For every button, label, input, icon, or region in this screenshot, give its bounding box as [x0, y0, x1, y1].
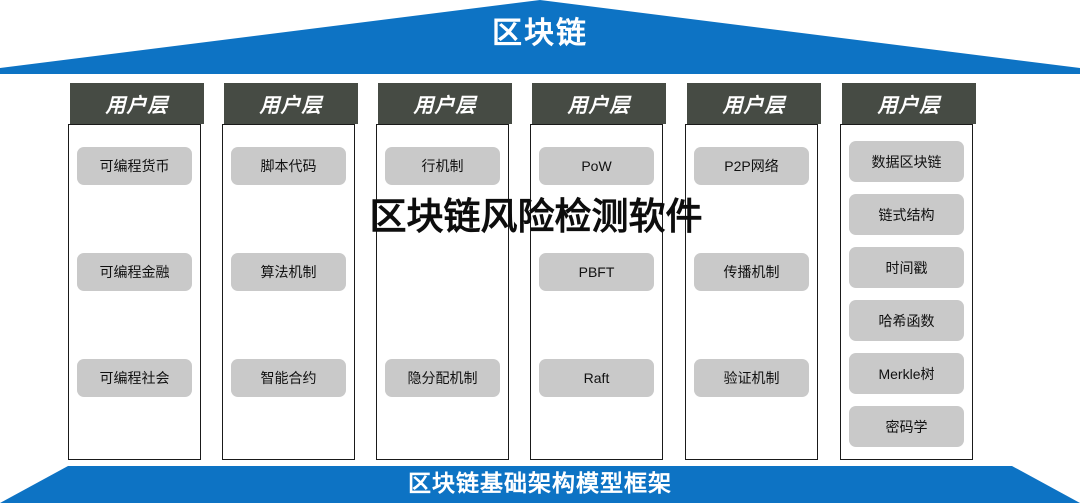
- base-label: 区块链基础架构模型框架: [408, 470, 672, 496]
- layer-column-2-header: 用户层: [224, 83, 358, 124]
- layer-column-4-header: 用户层: [532, 83, 666, 124]
- layer-column-5-body: P2P网络 传播机制 验证机制: [685, 124, 818, 460]
- layer-column-2-body: 脚本代码 算法机制 智能合约: [222, 124, 355, 460]
- layer-item[interactable]: Raft: [539, 359, 654, 397]
- layer-item[interactable]: 哈希函数: [849, 300, 964, 341]
- layer-item[interactable]: 数据区块链: [849, 141, 964, 182]
- layer-column-6-body: 数据区块链 链式结构 时间戳 哈希函数 Merkle树 密码学: [840, 124, 973, 460]
- layer-item[interactable]: 密码学: [849, 406, 964, 447]
- layer-item[interactable]: PBFT: [539, 253, 654, 291]
- diagram-roof-shape: [0, 0, 1080, 74]
- layer-item[interactable]: Merkle树: [849, 353, 964, 394]
- layer-column-1-header: 用户层: [70, 83, 204, 124]
- layer-item[interactable]: 脚本代码: [231, 147, 346, 185]
- layer-column-4-body: PoW PBFT Raft: [530, 124, 663, 460]
- layer-columns: 用户层 可编程货币 可编程金融 可编程社会 用户层 脚本代码 算法机制 智能合约…: [0, 83, 1080, 465]
- layer-item[interactable]: 链式结构: [849, 194, 964, 235]
- layer-column-5-header: 用户层: [687, 83, 821, 124]
- layer-item[interactable]: 可编程社会: [77, 359, 192, 397]
- layer-item[interactable]: P2P网络: [694, 147, 809, 185]
- layer-column-3-body: 行机制 隐分配机制: [376, 124, 509, 460]
- roof-label: 区块链: [492, 17, 588, 50]
- layer-item[interactable]: 验证机制: [694, 359, 809, 397]
- layer-item[interactable]: 行机制: [385, 147, 500, 185]
- layer-column-6-header: 用户层: [842, 83, 976, 124]
- layer-item[interactable]: PoW: [539, 147, 654, 185]
- layer-item[interactable]: 可编程金融: [77, 253, 192, 291]
- layer-column-3: 用户层 行机制 隐分配机制: [376, 83, 512, 460]
- layer-item[interactable]: 算法机制: [231, 253, 346, 291]
- base-trapezoid: [0, 466, 1080, 503]
- layer-item[interactable]: 隐分配机制: [385, 359, 500, 397]
- layer-column-6: 用户层 数据区块链 链式结构 时间戳 哈希函数 Merkle树 密码学: [840, 83, 976, 460]
- layer-item[interactable]: 传播机制: [694, 253, 809, 291]
- layer-column-1-body: 可编程货币 可编程金融 可编程社会: [68, 124, 201, 460]
- layer-column-1: 用户层 可编程货币 可编程金融 可编程社会: [68, 83, 204, 460]
- layer-item[interactable]: 时间戳: [849, 247, 964, 288]
- layer-column-4: 用户层 PoW PBFT Raft: [530, 83, 666, 460]
- diagram-base-shape: [0, 462, 1080, 503]
- roof-triangle: [0, 0, 1080, 74]
- layer-column-3-header: 用户层: [378, 83, 512, 124]
- layer-column-5: 用户层 P2P网络 传播机制 验证机制: [685, 83, 821, 460]
- layer-item[interactable]: 智能合约: [231, 359, 346, 397]
- layer-item[interactable]: 可编程货币: [77, 147, 192, 185]
- layer-column-2: 用户层 脚本代码 算法机制 智能合约: [222, 83, 358, 460]
